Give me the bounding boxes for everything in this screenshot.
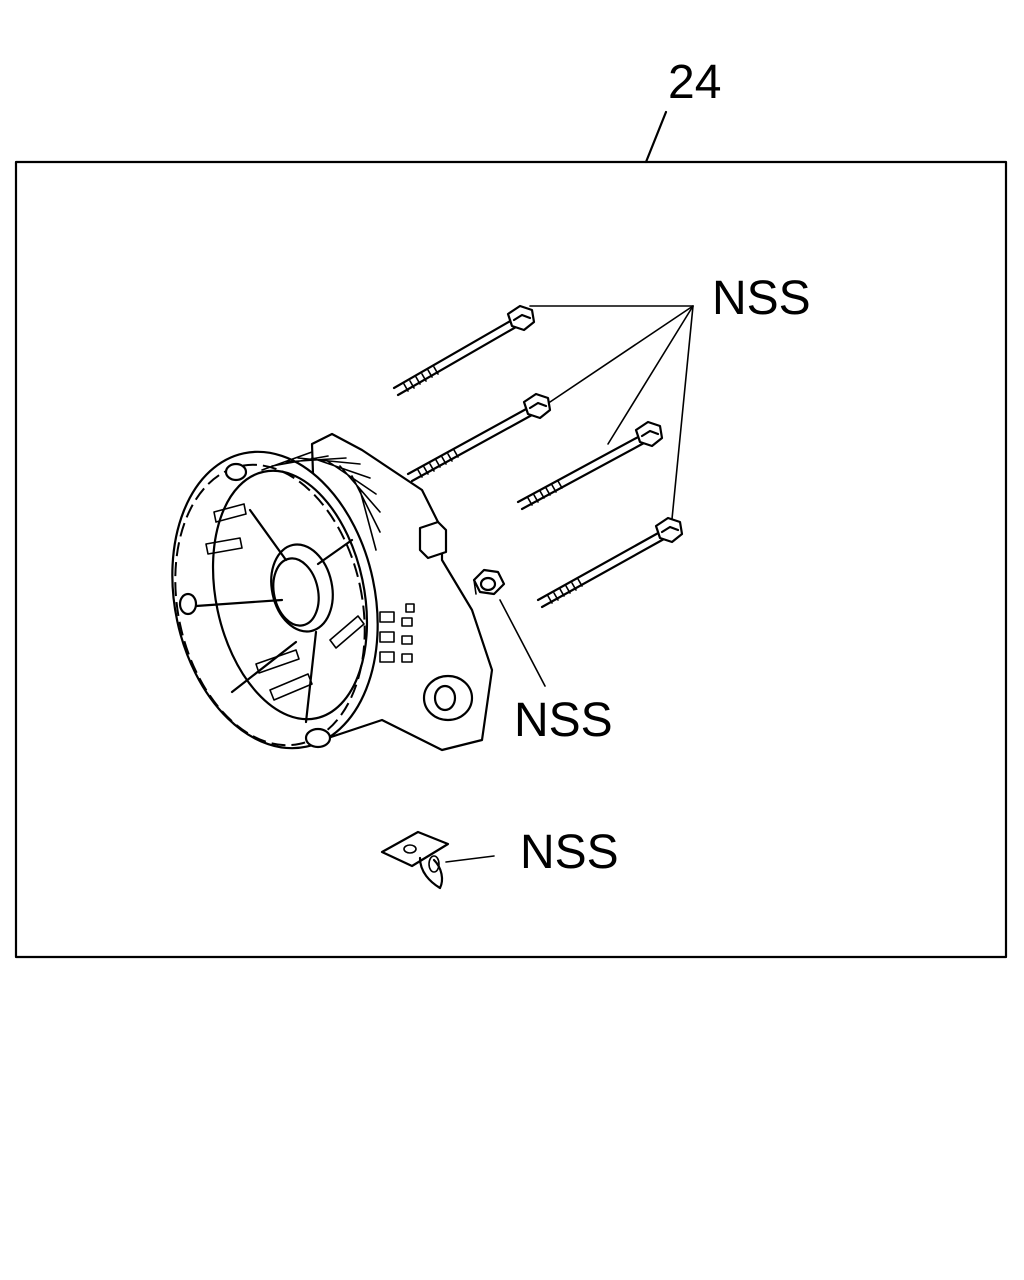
bolt-3-icon (516, 420, 664, 511)
nut-leader-line (499, 599, 546, 687)
bolts-leader-lines (529, 305, 694, 520)
diagram-frame (14, 160, 1008, 959)
bolt-2-icon (406, 392, 552, 483)
nut-icon (472, 568, 506, 596)
nut-part-label: NSS (514, 694, 613, 747)
bracket-leader-line (445, 855, 495, 863)
bolt-1-icon (392, 304, 536, 397)
bolt-4-icon (536, 516, 684, 609)
bracket-icon (380, 830, 450, 890)
bolts-part-label: NSS (712, 272, 811, 325)
bracket-part-label: NSS (520, 826, 619, 879)
alternator-housing-icon (171, 432, 494, 752)
callout-leader-line (644, 110, 668, 164)
callout-number-label: 24 (668, 56, 721, 109)
